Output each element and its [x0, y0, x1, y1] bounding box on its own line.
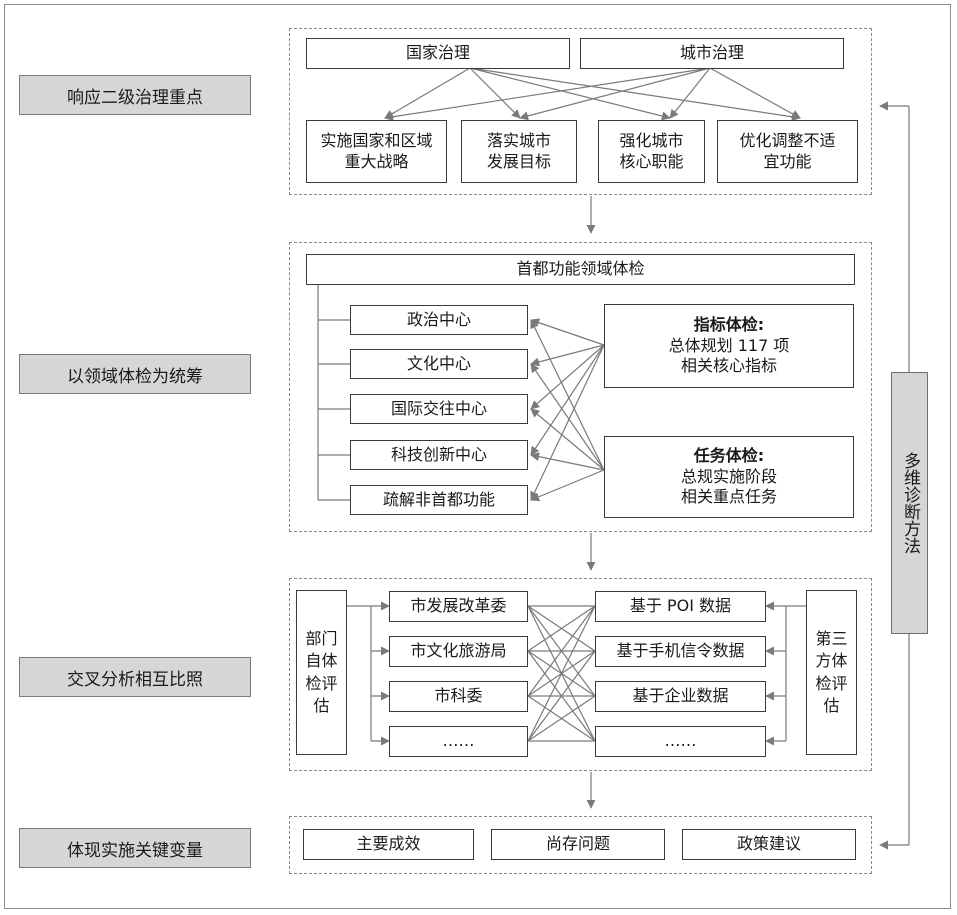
- function-cultural-center: 文化中心: [350, 349, 528, 379]
- result-policy-suggestions: 政策建议: [682, 829, 856, 860]
- source-enterprise-data: 基于企业数据: [595, 681, 766, 712]
- goal-city-development: 落实城市发展目标: [461, 120, 577, 183]
- source-poi-data: 基于 POI 数据: [595, 591, 766, 622]
- result-achievements: 主要成效: [303, 829, 474, 860]
- function-decentralize: 疏解非首都功能: [350, 485, 528, 515]
- dept-science-tech: 市科委: [389, 681, 528, 712]
- goal-optimize-functions: 优化调整不适宜功能: [717, 120, 858, 183]
- section-results: [289, 816, 872, 874]
- result-remaining-issues: 尚存问题: [491, 829, 665, 860]
- dept-development-reform: 市发展改革委: [389, 591, 528, 622]
- task-check-box: 任务体检: 总规实施阶段 相关重点任务: [604, 436, 854, 518]
- stage-label-key-variables: 体现实施关键变量: [19, 828, 251, 868]
- section-cross-analysis: [289, 578, 872, 771]
- third-party-assessment-box: 第三方体 检评估: [806, 590, 857, 755]
- goal-core-functions: 强化城市核心职能: [598, 120, 705, 183]
- diagram-frame: [4, 4, 951, 909]
- stage-label-governance: 响应二级治理重点: [19, 75, 251, 115]
- stage-label-cross-analysis: 交叉分析相互比照: [19, 657, 251, 697]
- section-governance: [289, 28, 872, 195]
- dept-culture-tourism: 市文化旅游局: [389, 636, 528, 667]
- city-governance-box: 城市治理: [580, 38, 844, 69]
- capital-check-title: 首都功能领域体检: [306, 254, 855, 285]
- function-political-center: 政治中心: [350, 305, 528, 335]
- goal-national-strategy: 实施国家和区域重大战略: [306, 120, 447, 183]
- source-more: ……: [595, 726, 766, 757]
- function-international-center: 国际交往中心: [350, 394, 528, 424]
- stage-label-domain-check: 以领域体检为统筹: [19, 354, 251, 394]
- function-innovation-center: 科技创新中心: [350, 440, 528, 470]
- multi-dimensional-diagnosis-method: 多维诊断方法: [891, 372, 928, 634]
- national-governance-box: 国家治理: [306, 38, 570, 69]
- section-domain-check: [289, 242, 872, 532]
- dept-more: ……: [389, 726, 528, 757]
- dept-self-assessment-box: 部门自体 检评估: [296, 590, 347, 755]
- indicator-check-box: 指标体检: 总体规划 117 项 相关核心指标: [604, 304, 854, 388]
- source-mobile-signal: 基于手机信令数据: [595, 636, 766, 667]
